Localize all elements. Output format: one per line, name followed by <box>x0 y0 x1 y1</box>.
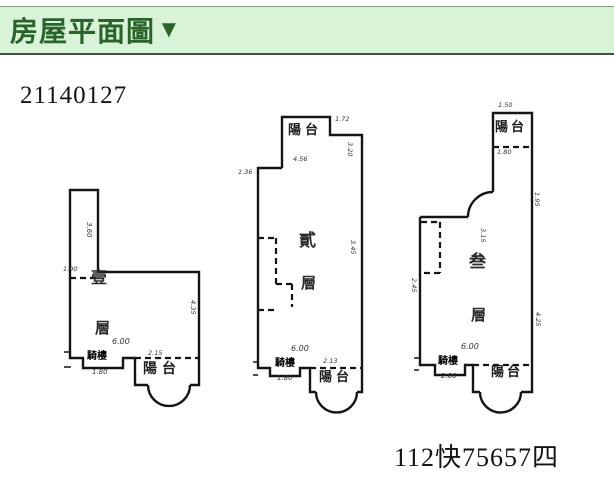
second-floor-top-balcony-dim: 4.56 <box>293 155 308 163</box>
second-floor-label-char2: 層 <box>301 275 317 292</box>
second-floor-balcony-label: 陽台 <box>319 369 354 384</box>
first-floor-width-dim: 6.00 <box>112 337 130 346</box>
floor-plan-third-drawing <box>414 111 534 414</box>
third-floor-col-right-dim: 1.95 <box>533 192 541 207</box>
second-floor-top-right-dim: 1.72 <box>335 115 350 123</box>
third-floor-label-char1: 叁 <box>469 252 486 271</box>
document-serial-top: 21140127 <box>20 82 128 109</box>
collapse-triangle-icon: ▼ <box>157 16 181 43</box>
first-floor-walkway-dim: 1.80 <box>92 368 108 376</box>
first-floor-right-dim: 4.35 <box>189 300 197 315</box>
third-floor-walkway-label: 騎樓 <box>438 356 458 367</box>
section-header[interactable]: 房屋平面圖 ▼ <box>0 6 614 55</box>
third-floor-top-dim: 1.50 <box>498 101 513 109</box>
third-floor-balcony-label: 陽台 <box>491 364 524 379</box>
second-floor-right-upper-dim: 3.20 <box>346 142 354 157</box>
third-floor-right-dim: 4.25 <box>534 312 542 327</box>
third-floor-top-balcony-label: 陽台 <box>495 119 528 134</box>
second-floor-width-dim: 6.00 <box>291 344 309 353</box>
floor-plan-first-drawing <box>64 188 201 408</box>
first-floor-balcony-label: 陽台 <box>143 360 181 376</box>
third-floor-left-dim: 2.45 <box>410 278 418 293</box>
third-floor-top-balcony-dim: 1.80 <box>497 148 512 156</box>
second-floor-right-mid-dim: 3.45 <box>349 240 357 255</box>
first-floor-corridor-width-dim: 1.00 <box>63 265 78 273</box>
document-serial-bottom: 112快75657四 <box>394 443 560 472</box>
first-floor-label-char1: 壹 <box>91 270 108 287</box>
third-floor-col-left-dim: 3.15 <box>479 228 487 243</box>
second-floor-top-balcony-label: 陽台 <box>288 122 323 137</box>
first-floor-label-char2: 層 <box>95 320 111 337</box>
second-floor-balcony-dim: 2.13 <box>323 357 338 365</box>
second-floor-walkway-dim: 1.80 <box>277 374 293 382</box>
first-floor-walkway-label: 騎樓 <box>87 351 107 362</box>
second-floor-label-char1: 貳 <box>299 231 316 250</box>
floor-plan-second-drawing <box>253 115 364 414</box>
first-floor-corridor-dim: 3.60 <box>85 222 93 238</box>
second-floor-top-left-dim: 1.36 <box>238 168 253 176</box>
page-title: 房屋平面圖 <box>10 16 156 47</box>
third-floor-width-dim: 6.00 <box>461 342 479 351</box>
third-floor-walkway-dim: 2.00 <box>441 372 457 380</box>
third-floor-label-char2: 層 <box>471 307 487 324</box>
second-floor-walkway-label: 騎樓 <box>275 358 295 369</box>
first-floor-balcony-dim: 2.15 <box>148 349 163 357</box>
